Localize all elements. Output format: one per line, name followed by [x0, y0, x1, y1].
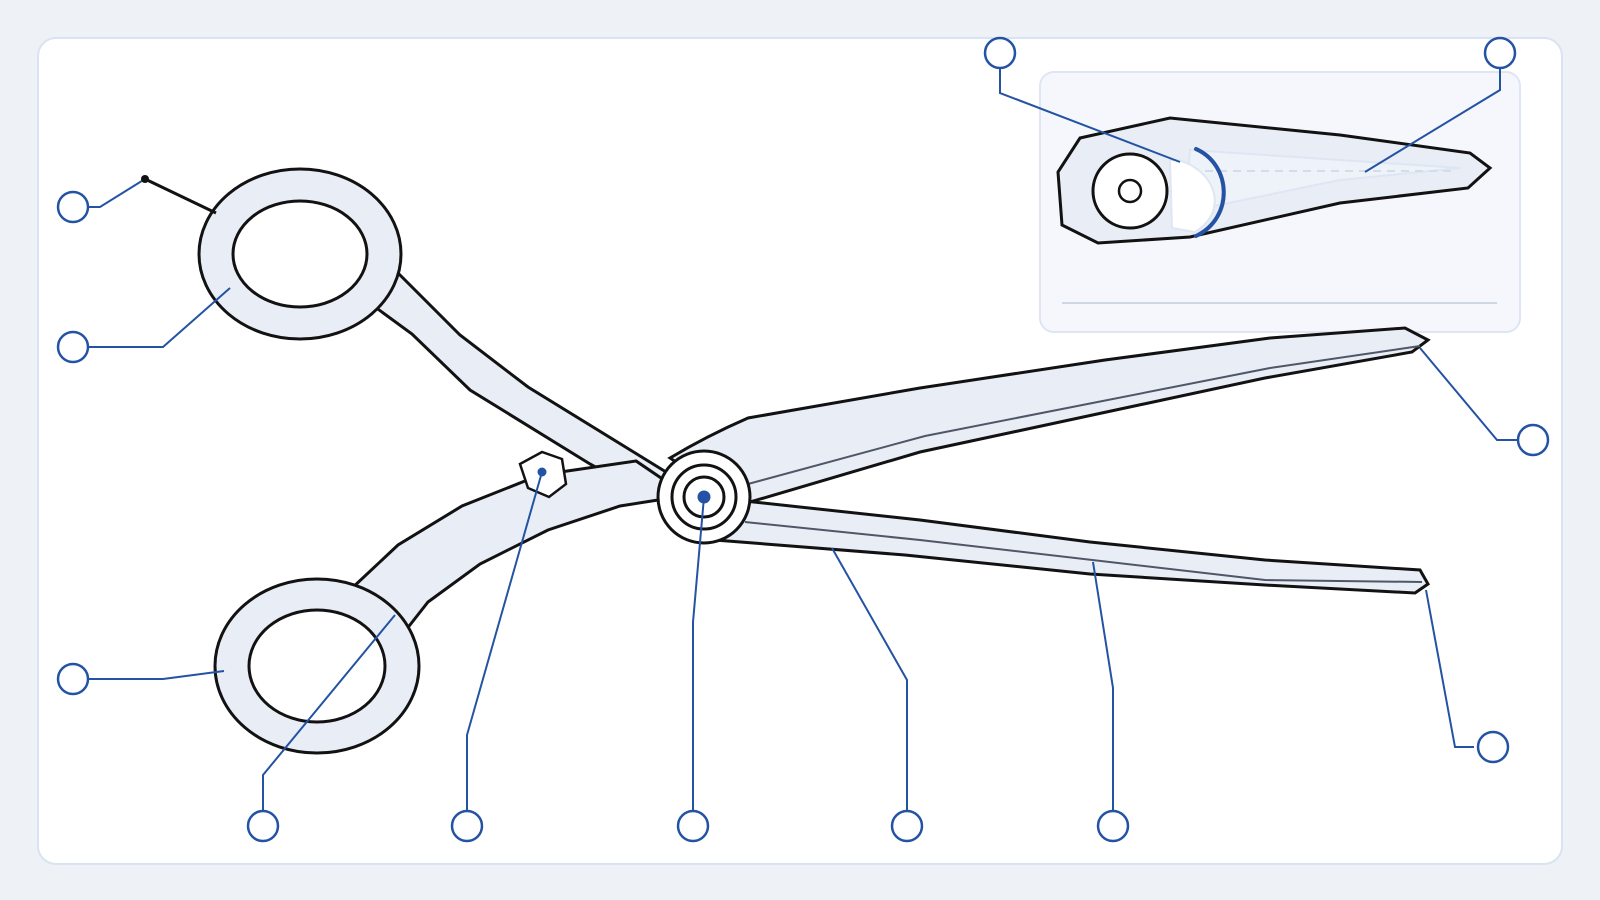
leader-pivot-screw: [692, 496, 705, 810]
upper-blade-bevel-line: [747, 345, 1421, 485]
leader-thumb-shank: [262, 614, 396, 810]
leader-inset-pivot-detail: [999, 68, 1181, 163]
lower-blade: [712, 498, 1430, 595]
leader-lower-blade-bevel: [1092, 561, 1114, 810]
callout-lower-blade-bevel[interactable]: [1096, 809, 1130, 843]
leader-thumb-ring: [88, 670, 225, 680]
thumb-ring-hole: [247, 608, 387, 724]
inset-detail: [1039, 71, 1521, 333]
lower-blade-bevel-line: [744, 521, 1423, 583]
leader-lower-blade-tip: [1425, 589, 1474, 748]
callout-inset-blade-detail[interactable]: [1483, 36, 1517, 70]
callout-lower-blade-edge[interactable]: [890, 809, 924, 843]
leader-finger-rim-tick: [144, 177, 217, 215]
callout-finger-ring-rim[interactable]: [56, 190, 90, 224]
leader-inset-blade-detail: [1364, 68, 1501, 173]
callout-lower-blade-tip[interactable]: [1476, 730, 1510, 764]
callout-tang-stop[interactable]: [450, 809, 484, 843]
leader-upper-blade-tip: [1419, 347, 1517, 441]
upper-handle: [197, 167, 668, 501]
lower-handle: [213, 459, 666, 755]
callout-markers: [56, 36, 1550, 843]
callout-pivot-screw[interactable]: [676, 809, 710, 843]
inset-pivot-inner: [1117, 178, 1143, 204]
upper-blade-body: [667, 326, 1431, 507]
inset-rotation-arc: [1194, 147, 1226, 238]
upper-blade: [667, 326, 1431, 507]
callout-finger-ring-inner[interactable]: [56, 330, 90, 364]
callout-upper-blade-tip[interactable]: [1516, 423, 1550, 457]
inset-pivot-cutout: [1168, 159, 1216, 234]
leader-finger-rim-anchor: [141, 175, 149, 183]
callout-inset-pivot-detail[interactable]: [983, 36, 1017, 70]
leader-finger-ring-rim: [88, 178, 146, 208]
leader-lower-blade-edge: [831, 547, 908, 810]
leader-tang-stop: [466, 471, 543, 810]
callout-thumb-shank[interactable]: [246, 809, 280, 843]
callout-thumb-ring[interactable]: [56, 662, 90, 696]
finger-ring-hole: [231, 199, 369, 309]
lower-blade-body: [712, 498, 1430, 595]
leader-finger-ring-inner: [88, 287, 231, 348]
leader-lines: [88, 68, 1517, 810]
